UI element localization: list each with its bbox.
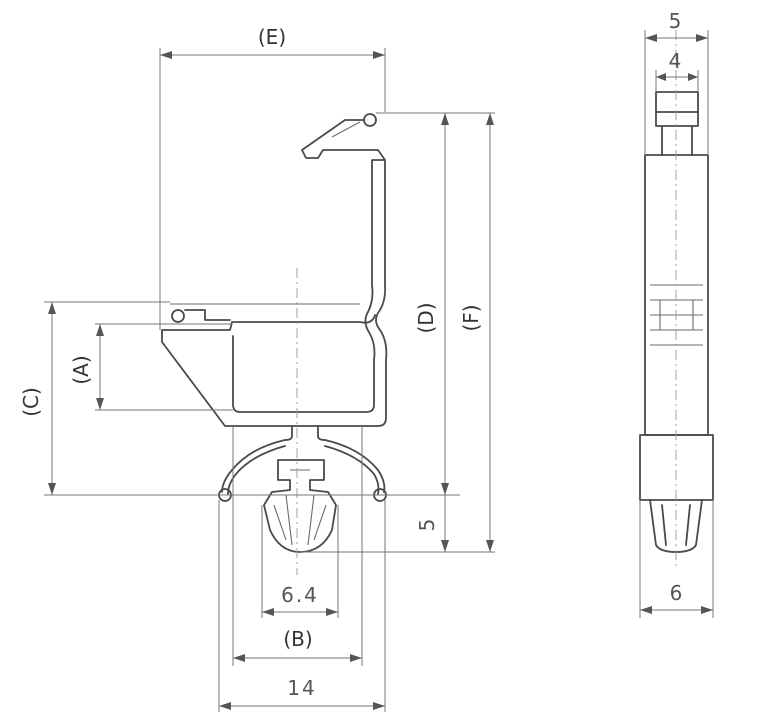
dim-value-base-width: 14 <box>287 676 316 700</box>
side-shaft <box>644 154 709 436</box>
side-dim6-arrow-r <box>701 606 713 614</box>
side-collar <box>639 434 714 501</box>
dim-14-ext <box>218 500 386 712</box>
dim-d-arrow-top <box>441 113 449 125</box>
side-dim4-arrow-l <box>656 73 666 81</box>
hook-knob <box>363 113 377 127</box>
side-dim6-ext <box>639 500 714 618</box>
dim-b-arrow-right <box>350 654 362 662</box>
dim-d-arrow-bottom <box>441 483 449 495</box>
side-dim5-arrow-r <box>696 34 708 42</box>
side-dim4-ext <box>655 70 699 92</box>
side-view <box>639 30 714 618</box>
dim-5-arrow-bottom <box>441 540 449 552</box>
dim-e-arrow-right <box>373 51 385 59</box>
right-wing <box>324 439 386 495</box>
label-f: (F) <box>459 304 483 331</box>
label-b: (B) <box>283 627 312 651</box>
side-ribs <box>650 284 703 346</box>
dim-value-top-inner: 4 <box>669 49 684 73</box>
labels: (E) (D) (F) (A) (C) (B) 5 6.4 14 5 4 6 <box>19 9 685 700</box>
dim-a-ext <box>95 323 233 411</box>
dim-f-arrow-top <box>486 113 494 125</box>
front-view <box>161 113 388 575</box>
side-dim5-arrow-l <box>645 34 657 42</box>
dim-value-hole-width: 6.4 <box>281 583 319 607</box>
dim-value-side-bottom: 6 <box>670 581 685 605</box>
top-hook <box>301 119 386 168</box>
side-dim4-arrow-r <box>688 73 698 81</box>
dim-b-ext <box>232 426 363 666</box>
side-dim6-arrow-l <box>640 606 652 614</box>
left-wing <box>221 439 286 495</box>
label-d: (D) <box>414 302 438 333</box>
dim-14-arrow-left <box>219 702 231 710</box>
dim-14-arrow-right <box>373 702 385 710</box>
label-a: (A) <box>69 355 93 384</box>
dim-f-arrow-bottom <box>486 540 494 552</box>
dim-64-arrow-right <box>326 608 338 616</box>
dim-c-arrow-bottom <box>48 483 56 495</box>
dim-c-ext <box>44 301 460 496</box>
dim-c-arrow-top <box>48 302 56 314</box>
front-dimensions <box>44 48 495 712</box>
dim-64-arrow-left <box>262 608 274 616</box>
dim-value-side-height: 5 <box>415 517 439 532</box>
label-e: (E) <box>258 25 286 49</box>
stud-inner <box>273 469 327 546</box>
shelf-step <box>184 309 231 321</box>
dim-b-arrow-left <box>233 654 245 662</box>
side-dim5-ext <box>644 30 709 155</box>
dim-64-ext <box>261 505 339 618</box>
dim-a-arrow-top <box>96 324 104 336</box>
label-c: (C) <box>19 387 43 417</box>
shelf-pin <box>171 309 185 323</box>
dim-e-arrow-left <box>160 51 172 59</box>
neck <box>284 425 326 441</box>
dim-e-line <box>159 48 386 330</box>
side-top-block <box>655 91 699 156</box>
clip-body <box>161 159 388 427</box>
dim-a-arrow-bottom <box>96 398 104 410</box>
hook-inner <box>331 121 361 138</box>
dim-value-top-outer: 5 <box>669 9 684 33</box>
